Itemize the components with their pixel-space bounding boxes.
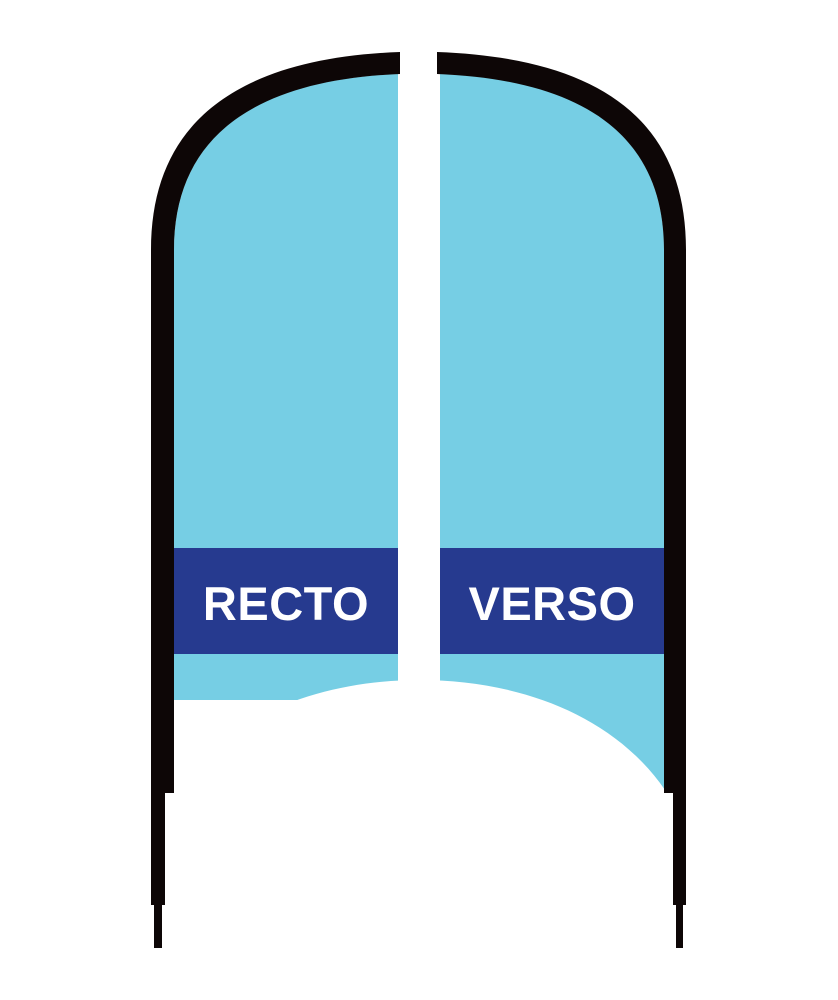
verso-fabric [440,74,664,790]
verso-band [440,548,664,654]
recto-flag: RECTO [151,52,400,948]
recto-fabric [174,74,398,790]
verso-label: VERSO [468,577,635,630]
verso-flag: VERSO [437,52,686,948]
recto-label: RECTO [203,577,369,630]
recto-band [174,548,398,654]
